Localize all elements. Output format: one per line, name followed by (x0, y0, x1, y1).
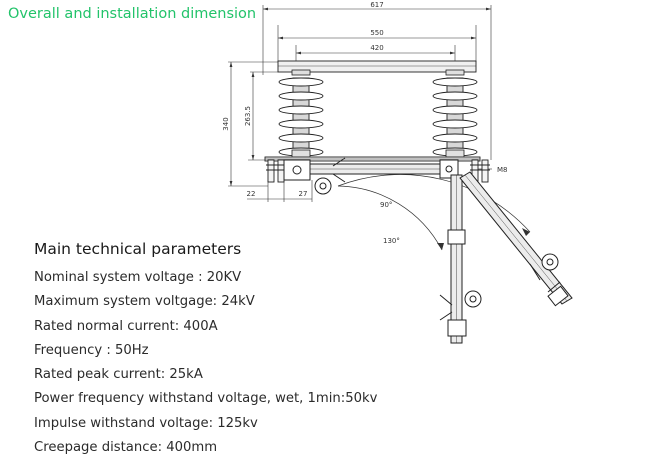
dim-overall-height: 340 (222, 117, 230, 130)
dim-insulator-height: 263.5 (244, 106, 252, 126)
dim-insulator-span: 420 (370, 44, 383, 52)
mounting-beam (277, 60, 477, 73)
base-bracket (264, 156, 490, 183)
blade-closed (283, 157, 459, 195)
param-frequency: Frequency : 50Hz (34, 342, 149, 358)
insulator-right (432, 69, 478, 161)
dim-angle-max: 130° (383, 237, 400, 245)
dim-angle-open: 90° (380, 201, 392, 209)
param-impulse-withstand: Impulse withstand voltage: 125kv (34, 415, 258, 431)
page-title: Overall and installation dimension (8, 6, 257, 22)
param-rated-current: Rated normal current: 400A (34, 318, 218, 334)
param-nominal-voltage: Nominal system voltage : 20KV (34, 270, 242, 285)
param-power-frequency-withstand: Power frequency withstand voltage, wet, … (34, 391, 378, 407)
dim-offset-27: 27 (299, 190, 308, 198)
swing-arcs (337, 174, 531, 251)
params-heading: Main technical parameters (34, 240, 242, 258)
dimension-lines (228, 5, 492, 202)
param-max-voltage: Maximum system voltgage: 24kV (34, 294, 255, 310)
params-list: Nominal system voltage : 20KV Maximum sy… (34, 266, 377, 460)
dim-offset-22: 22 (247, 190, 256, 198)
param-creepage-distance: Creepage distance: 400mm (34, 440, 218, 456)
param-peak-current: Rated peak current: 25kA (34, 367, 203, 383)
blade-open-130 (459, 171, 573, 307)
dim-overall-width: 617 (370, 1, 383, 9)
dim-mount-span: 550 (370, 29, 383, 37)
blade-open-90 (439, 174, 482, 344)
dim-bolt: M8 (497, 166, 508, 174)
insulator-left (278, 69, 324, 161)
